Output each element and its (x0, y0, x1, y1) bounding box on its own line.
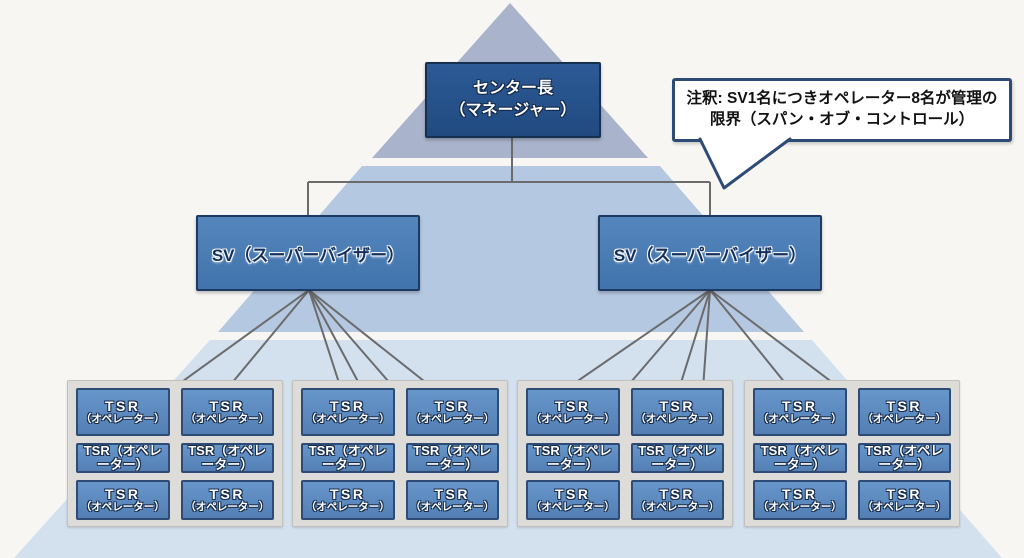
fan-line (709, 289, 842, 390)
tsr-node-label: TSR (105, 485, 141, 502)
tsr-node-label: TSR (209, 397, 245, 414)
tsr-node-sublabel: （オペレーター） (410, 412, 495, 425)
tsr-node[interactable]: TSR（オペレーター） (76, 443, 170, 473)
supervisor-right-label: SV（スーパーバイザー） (613, 245, 807, 265)
tsr-node[interactable]: TSR（オペレーター） (753, 388, 847, 436)
center-manager-node[interactable]: センター長 （マネージャー） (425, 62, 601, 138)
tsr-node-label: TSR (434, 485, 470, 502)
tsr-node[interactable]: TSR（オペレーター） (180, 388, 274, 436)
tsr-node[interactable]: TSR（オペレーター） (630, 480, 724, 520)
tsr-node-label: TSR (659, 485, 695, 502)
tsr-node[interactable]: TSR（オペレーター） (526, 480, 620, 520)
tsr-group-2: TSR（オペレーター）TSR（オペレーター）TSR（オペレーター）TSR（オペレ… (292, 380, 508, 527)
tsr-node-sublabel: （オペレーター） (80, 412, 165, 425)
tsr-node-label: TSR (330, 485, 366, 502)
fan-line (171, 289, 310, 390)
tsr-node-sublabel: （オペレーター） (757, 500, 842, 513)
tsr-node-label: TSR（オペレーター） (638, 443, 717, 472)
supervisor-node-left[interactable]: SV（スーパーバイザー） (196, 215, 420, 291)
annotation-callout: 注釈: SV1名につきオペレーター8名が管理の限界（スパン・オブ・コントロール） (672, 78, 1012, 142)
tsr-node-label: TSR（オペレーター） (308, 443, 387, 472)
tsr-node[interactable]: TSR（オペレーター） (630, 443, 724, 473)
tsr-node[interactable]: TSR（オペレーター） (857, 443, 951, 473)
callout-tail-fill (700, 137, 790, 188)
annotation-text: 注釈: SV1名につきオペレーター8名が管理の限界（スパン・オブ・コントロール） (686, 90, 998, 128)
fan-line (702, 289, 711, 390)
tsr-node-label: TSR（オペレーター） (413, 443, 492, 472)
tsr-node-label: TSR (434, 397, 470, 414)
tsr-node-label: TSR (555, 397, 591, 414)
center-manager-subtitle: （マネージャー） (449, 102, 577, 119)
tsr-node[interactable]: TSR（オペレーター） (180, 480, 274, 520)
fan-line (226, 289, 310, 390)
center-manager-title: センター長 (472, 80, 553, 98)
tsr-node-sublabel: （オペレーター） (635, 500, 720, 513)
tsr-group-1: TSR（オペレーター）TSR（オペレーター）TSR（オペレーター）TSR（オペレ… (67, 380, 283, 527)
tsr-node-label: TSR（オペレーター） (760, 443, 839, 472)
tsr-node[interactable]: TSR（オペレーター） (857, 480, 951, 520)
tsr-node[interactable]: TSR（オペレーター） (301, 388, 395, 436)
tsr-node-sublabel: （オペレーター） (635, 412, 720, 425)
supervisor-node-right[interactable]: SV（スーパーバイザー） (598, 215, 822, 291)
tsr-node-sublabel: （オペレーター） (530, 412, 615, 425)
tsr-node-sublabel: （オペレーター） (80, 500, 165, 513)
tsr-node[interactable]: TSR（オペレーター） (405, 388, 499, 436)
tsr-node-sublabel: （オペレーター） (757, 412, 842, 425)
tsr-node[interactable]: TSR（オペレーター） (857, 388, 951, 436)
tsr-node-sublabel: （オペレーター） (305, 500, 390, 513)
tsr-node[interactable]: TSR（オペレーター） (76, 480, 170, 520)
tsr-node-label: TSR (555, 485, 591, 502)
tsr-node[interactable]: TSR（オペレーター） (301, 480, 395, 520)
tsr-node-sublabel: （オペレーター） (530, 500, 615, 513)
tsr-node-label: TSR (782, 397, 818, 414)
fan-line (565, 289, 711, 390)
tsr-node[interactable]: TSR（オペレーター） (526, 388, 620, 436)
tsr-node-sublabel: （オペレーター） (185, 500, 270, 513)
tsr-group-4: TSR（オペレーター）TSR（オペレーター）TSR（オペレーター）TSR（オペレ… (744, 380, 960, 527)
tsr-node-label: TSR（オペレーター） (188, 443, 267, 472)
supervisor-left-label: SV（スーパーバイザー） (211, 245, 405, 265)
tsr-node-label: TSR (886, 397, 922, 414)
fan-line (709, 289, 791, 390)
tsr-node-label: TSR (886, 485, 922, 502)
fan-line (308, 289, 435, 390)
fan-line (308, 289, 342, 390)
tsr-group-3: TSR（オペレーター）TSR（オペレーター）TSR（オペレーター）TSR（オペレ… (517, 380, 733, 527)
tsr-node-sublabel: （オペレーター） (410, 500, 495, 513)
tsr-node[interactable]: TSR（オペレーター） (526, 443, 620, 473)
tsr-node-label: TSR (105, 397, 141, 414)
tsr-node[interactable]: TSR（オペレーター） (405, 480, 499, 520)
tsr-node-sublabel: （オペレーター） (862, 500, 947, 513)
tsr-node[interactable]: TSR（オペレーター） (753, 480, 847, 520)
tsr-node-sublabel: （オペレーター） (185, 412, 270, 425)
fan-line (308, 289, 363, 390)
tsr-node-sublabel: （オペレーター） (862, 412, 947, 425)
tsr-node[interactable]: TSR（オペレーター） (301, 443, 395, 473)
tsr-node-label: TSR (209, 485, 245, 502)
tsr-node-sublabel: （オペレーター） (305, 412, 390, 425)
tsr-node-label: TSR（オペレーター） (533, 443, 612, 472)
fan-line (624, 289, 711, 390)
tsr-node-label: TSR (330, 397, 366, 414)
callout-tail-border (698, 137, 792, 190)
fan-line (678, 289, 711, 390)
tsr-node[interactable]: TSR（オペレーター） (630, 388, 724, 436)
fan-line (308, 289, 396, 390)
tsr-node[interactable]: TSR（オペレーター） (405, 443, 499, 473)
tsr-node-label: TSR (659, 397, 695, 414)
tsr-node-label: TSR（オペレーター） (83, 443, 162, 472)
tsr-node[interactable]: TSR（オペレーター） (753, 443, 847, 473)
tsr-node-label: TSR (782, 485, 818, 502)
tsr-node-label: TSR（オペレーター） (865, 443, 944, 472)
tsr-node[interactable]: TSR（オペレーター） (180, 443, 274, 473)
tsr-node[interactable]: TSR（オペレーター） (76, 388, 170, 436)
